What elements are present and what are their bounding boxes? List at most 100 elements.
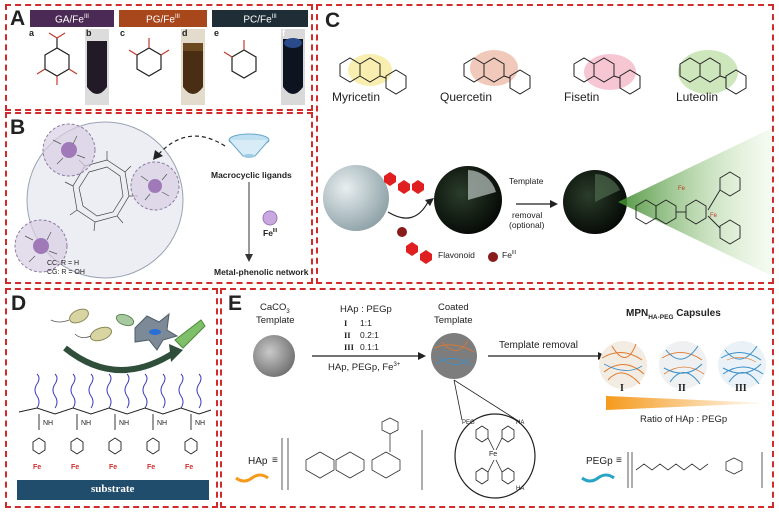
template-sphere	[323, 165, 389, 231]
nh-4: NH	[157, 420, 168, 427]
panel-a-label: A	[10, 7, 26, 30]
ratio-i-value: 1:1	[360, 318, 372, 328]
fe-ion-icon	[262, 210, 278, 226]
quercetin-structure	[463, 50, 531, 95]
vial-b	[85, 29, 109, 105]
fe-2: Fe	[71, 464, 80, 471]
legend-fe-label: FeIII	[502, 250, 516, 260]
nh-3: NH	[119, 420, 130, 427]
catechol-structure	[223, 40, 257, 79]
macrocycle-funnel-icon	[228, 133, 270, 158]
legend-flavonoid-icon	[406, 242, 432, 264]
legend-flavonoid-label: Flavonoid	[438, 250, 475, 260]
sublabel-b: b	[86, 28, 92, 38]
legend-fe-text: Fe	[502, 250, 512, 260]
fe-5: Fe	[185, 464, 194, 471]
ratio-iii: III 0.1:1	[344, 342, 379, 352]
capsule-label-i: I	[620, 383, 624, 394]
svg-text:Fe: Fe	[710, 213, 718, 219]
polymer-brushes	[34, 373, 202, 409]
capsule-label-iii: III	[735, 383, 747, 394]
pyrogallol-structure	[128, 38, 170, 77]
fe-label-text: Fe	[263, 228, 273, 238]
reagents-text: HAp, PEGp, Fe	[328, 362, 394, 374]
header-pc-fe-text: PC/Fe	[243, 14, 272, 26]
panel-c: C	[316, 4, 774, 284]
capsules-title-sub: HA-PEG	[648, 314, 674, 321]
myricetin-label: Myricetin	[332, 90, 381, 104]
vial-f	[281, 29, 305, 105]
fe-4: Fe	[147, 464, 156, 471]
gallic-acid-structure	[36, 32, 78, 85]
template-removal-label-2: removal	[512, 210, 543, 220]
fe-cluster-bottom	[14, 219, 68, 273]
pegp-label: PEGp	[586, 456, 613, 467]
legend-fe-sup: III	[511, 250, 517, 257]
vial-d	[181, 29, 205, 105]
fisetin-structure	[573, 54, 641, 95]
substrate-bar	[17, 480, 209, 500]
zoom-cone	[618, 128, 772, 276]
ratio-iii-value: 0.1:1	[360, 342, 379, 352]
panel-e: E	[220, 288, 774, 508]
reagents-sup: 3+	[393, 362, 401, 368]
panel-b: B	[5, 112, 313, 284]
myricetin-structure	[339, 54, 407, 95]
nh-1: NH	[43, 420, 54, 427]
panel-d-figure	[17, 308, 212, 500]
fe-label-sup: III	[272, 228, 278, 235]
header-pc-fe: PC/FeIII	[212, 10, 308, 28]
sublabel-f: f	[282, 28, 285, 38]
coated-template-label: Template	[434, 315, 473, 326]
header-sup: III	[83, 14, 89, 20]
nh-5: NH	[195, 420, 206, 427]
ratio-ii-value: 0.2:1	[360, 330, 379, 340]
fe-label: FeIII	[263, 228, 277, 238]
complex-peg-label: PEG	[462, 420, 475, 426]
substrate-label: substrate	[91, 483, 135, 495]
sublabel-d: d	[182, 28, 188, 38]
caco3-template-sphere	[253, 335, 295, 377]
backbone	[18, 407, 212, 415]
caco3-sub: 3	[286, 308, 290, 315]
bacteria-icons	[50, 308, 135, 342]
complex-fe-label: Fe	[489, 451, 498, 458]
macrocyclic-ligands-label: Macrocyclic ligands	[211, 170, 292, 180]
template-removal-label: Template removal	[499, 340, 578, 351]
complex-ha-label-2: HA	[516, 486, 525, 492]
panel-e-label: E	[228, 292, 243, 315]
fe-3: Fe	[109, 464, 118, 471]
ratio-iii-roman: III	[344, 342, 354, 352]
coated-fibers	[433, 339, 475, 367]
caco3-text: CaCO	[260, 302, 287, 313]
fe-complex-structure	[475, 425, 515, 485]
caco3-label: CaCO3	[260, 302, 290, 315]
fe-flavonoid-complex	[635, 171, 741, 245]
ratio-bar-label: Ratio of HAp : PEGp	[640, 414, 728, 425]
fisetin-label: Fisetin	[564, 90, 600, 104]
ratio-i-roman: I	[344, 318, 348, 328]
fe-cluster-right	[130, 161, 180, 211]
header-ga-fe-text: GA/Fe	[55, 14, 84, 26]
coated-template-sphere	[431, 333, 477, 379]
fe-1: Fe	[33, 464, 42, 471]
capsules-title-text: MPN	[626, 308, 649, 319]
pegp-squiggle	[581, 473, 615, 483]
hap-equiv: ≡	[272, 455, 278, 466]
quercetin-label: Quercetin	[440, 90, 493, 104]
coated-label: Coated	[438, 302, 469, 313]
complex-ha-label-1: HA	[516, 420, 525, 426]
legend-fe-icon	[488, 252, 498, 262]
capsules-title: MPNHA-PEG Capsules	[626, 308, 721, 321]
panel-a-figure	[36, 29, 305, 105]
capsule-i	[599, 341, 647, 389]
panel-c-figure: Fe Fe	[323, 50, 772, 276]
panel-b-figure	[14, 121, 278, 279]
ratio-i: I 1:1	[344, 318, 372, 328]
panel-d: D	[5, 288, 218, 508]
capsule-label-ii: II	[678, 383, 686, 394]
metal-phenolic-network-label: Metal-phenolic network	[214, 267, 309, 277]
catechol-anchors	[32, 414, 198, 455]
header-ga-fe: GA/FeIII	[30, 10, 114, 28]
